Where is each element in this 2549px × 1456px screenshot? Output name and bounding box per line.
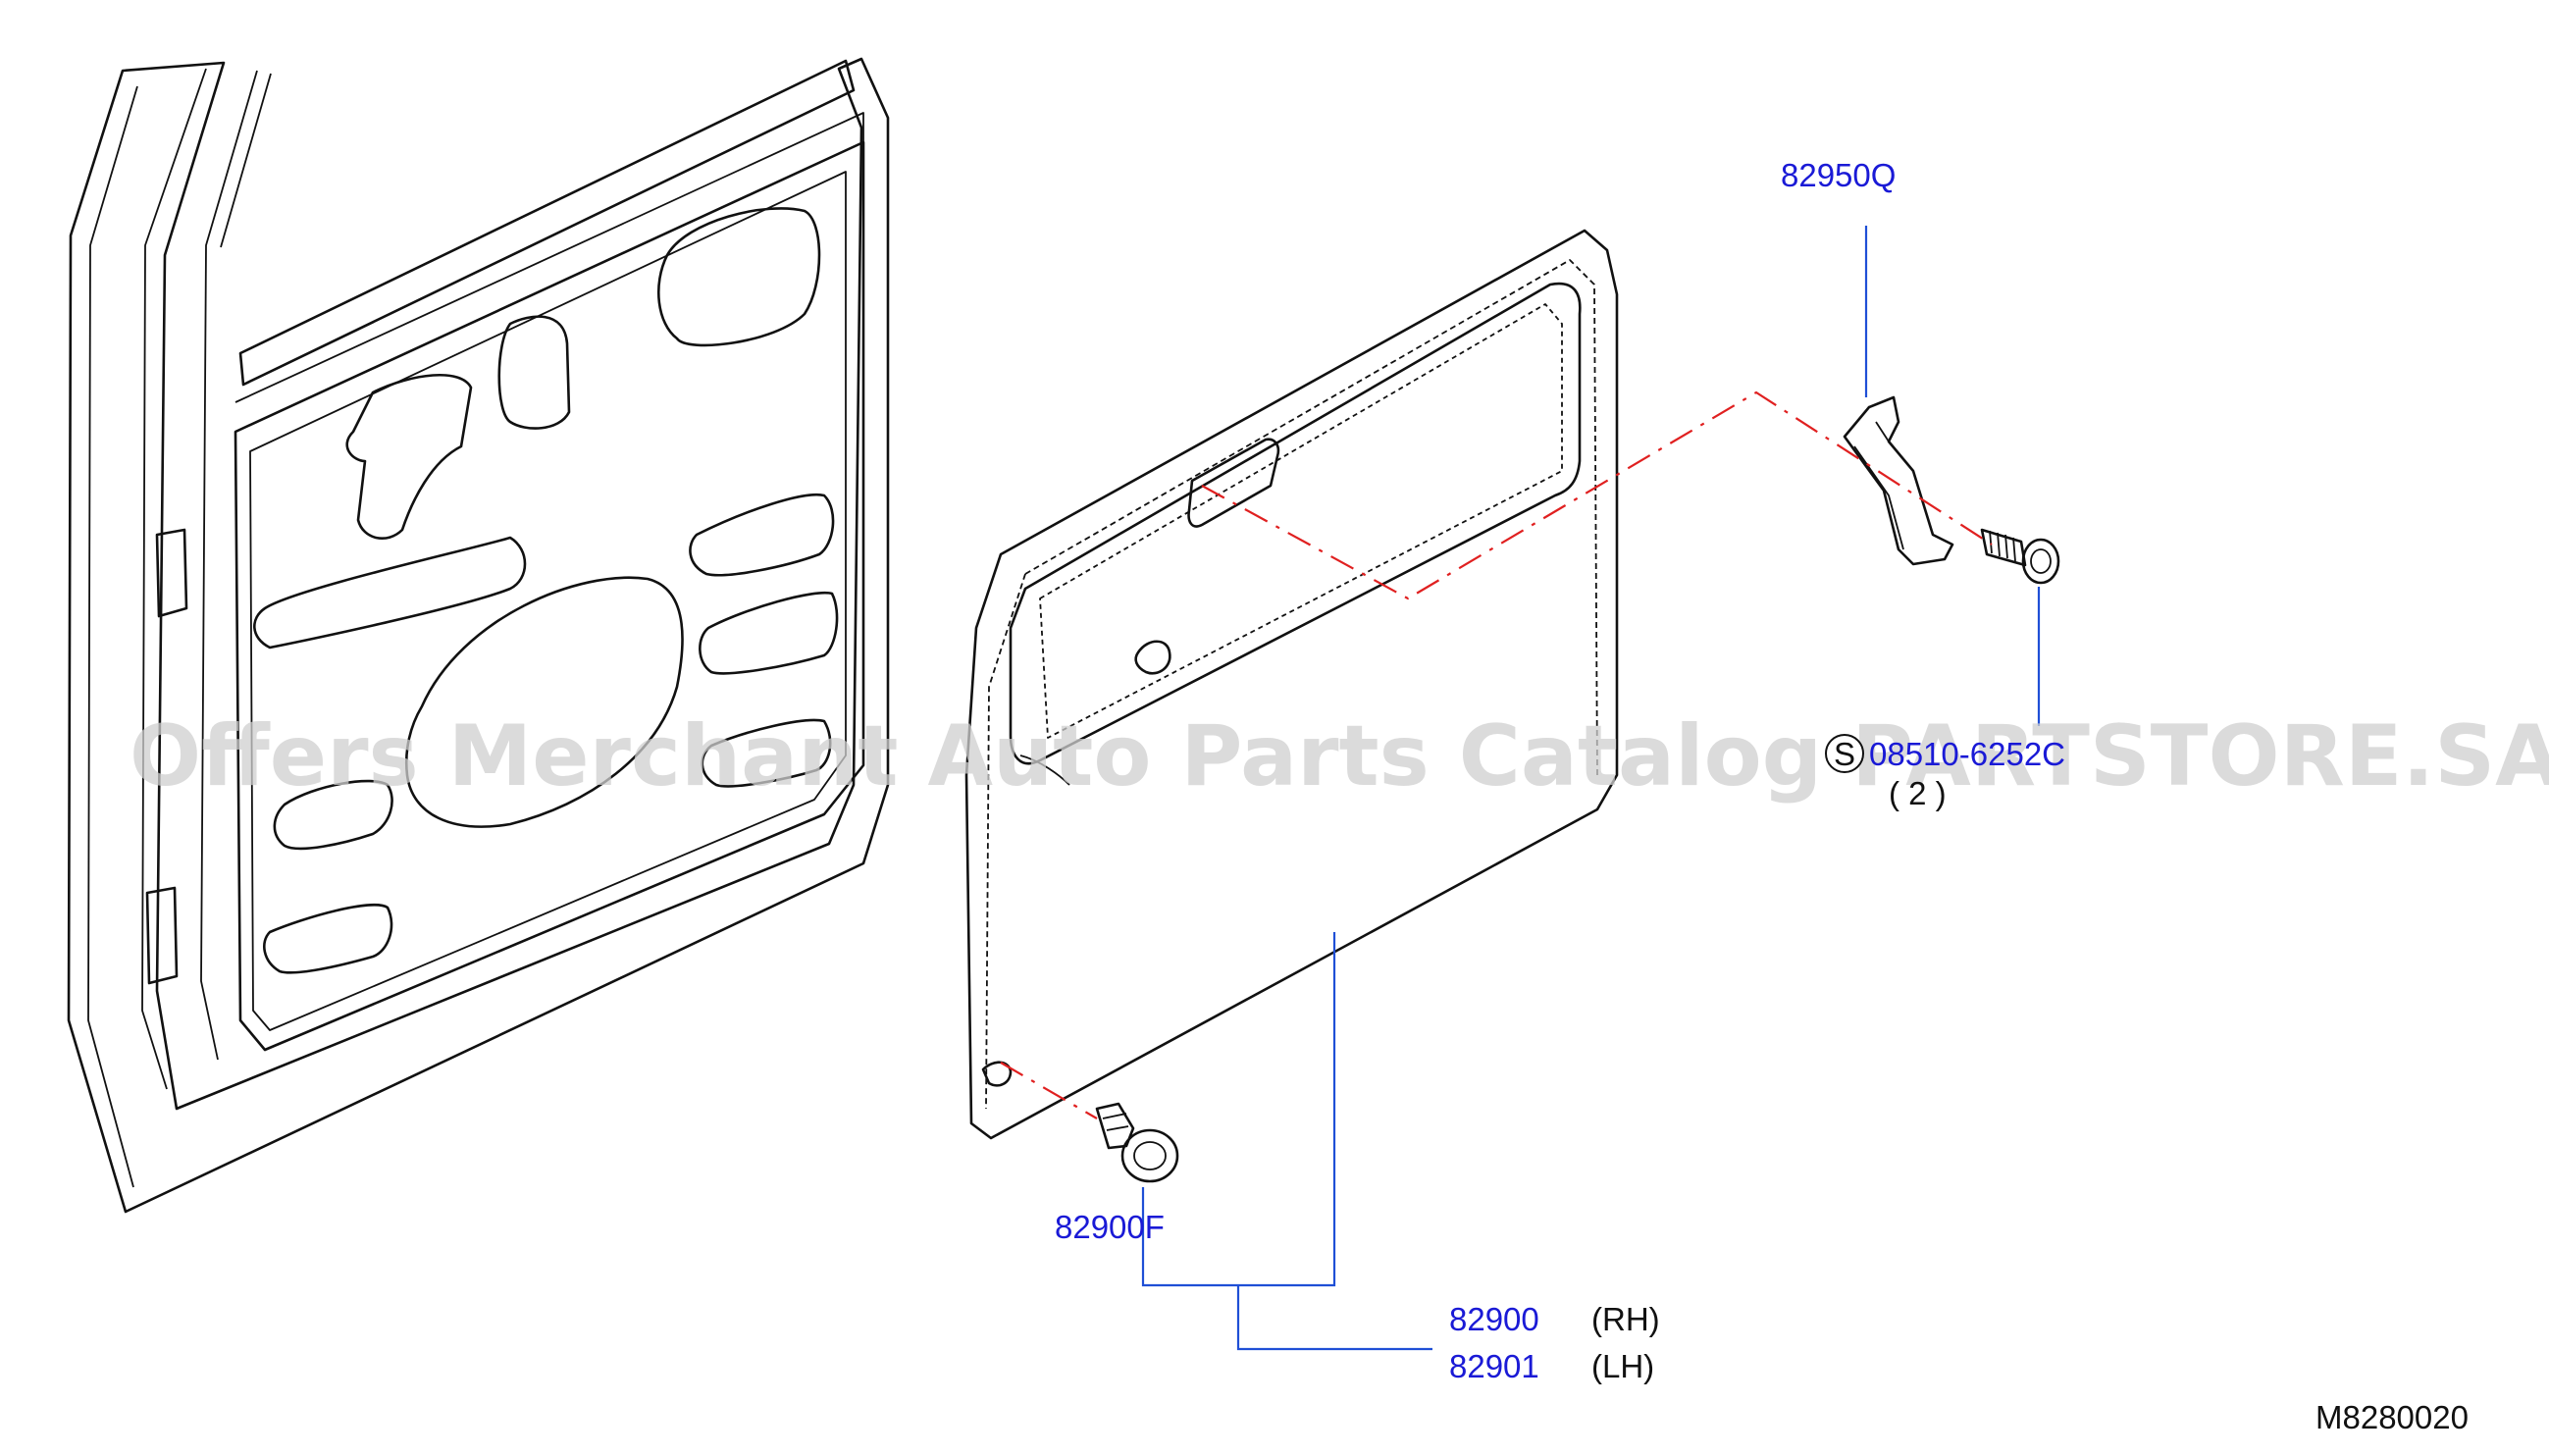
clip-drawing	[1095, 1102, 1179, 1183]
side-label-lh: (LH)	[1591, 1348, 1654, 1384]
part-number-clip[interactable]: 82900F	[1055, 1209, 1165, 1245]
screw-drawing	[1980, 528, 2060, 585]
part-number-trim-lh[interactable]: 82901	[1449, 1348, 1539, 1384]
part-number-screw[interactable]: 08510-6252C	[1869, 736, 2065, 772]
diagram-code: M8280020	[2315, 1399, 2469, 1435]
screw-quantity: ( 2 )	[1889, 775, 1947, 811]
door-trim-board-drawing	[964, 229, 1619, 1140]
part-number-trim-rh[interactable]: 82900	[1449, 1301, 1539, 1337]
door-inner-panel-drawing	[67, 57, 890, 1214]
assembly-centerlines	[1000, 390, 1993, 1119]
side-label-rh: (RH)	[1591, 1301, 1660, 1337]
watermark-text: Offers Merchant Auto Parts Catalog PARTS…	[130, 707, 2549, 806]
bracket-drawing	[1843, 395, 1954, 566]
screw-symbol-badge: S	[1825, 734, 1864, 773]
leader-lines	[1141, 226, 2041, 1351]
part-number-bracket[interactable]: 82950Q	[1781, 157, 1896, 193]
screw-symbol-text: S	[1834, 736, 1855, 772]
